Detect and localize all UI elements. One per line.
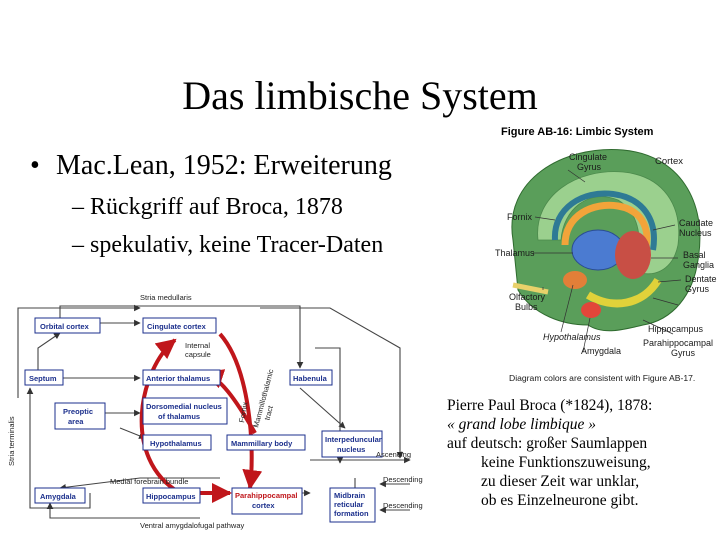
circuit-descending-1: Descending — [383, 475, 423, 484]
caption-line-5: zu dieser Zeit war unklar, — [481, 473, 640, 490]
circuit-mammillary: Mammillary body — [231, 439, 293, 448]
circuit-anterior-thalamus: Anterior thalamus — [146, 374, 210, 383]
circuit-descending-2: Descending — [383, 501, 423, 510]
figure-footer: Diagram colors are consistent with Figur… — [509, 373, 695, 383]
bullet-main: • Mac.Lean, 1952: Erweiterung — [30, 150, 392, 182]
circuit-amygdala: Amygdala — [40, 492, 77, 501]
circuit-septum: Septum — [29, 374, 57, 383]
slide-title: Das limbische System — [182, 73, 538, 118]
fig-label-thalamus: Thalamus — [495, 248, 535, 258]
circuit-mammillothalamic: Mammillothalamictract — [251, 368, 284, 431]
svg-text:Cortex: Cortex — [655, 156, 683, 167]
caption-line-4: keine Funktionszuweisung, — [481, 454, 651, 471]
olfactory-shape — [512, 282, 549, 295]
figure-title: Figure AB-16: Limbic System — [501, 126, 654, 138]
amygdala-shape — [581, 302, 601, 318]
circuit-ventral-pathway: Ventral amygdalofugal pathway — [140, 521, 244, 530]
fig-label-hypothalamus: Hypothalamus — [543, 332, 601, 342]
circuit-fornix: Fornix — [237, 401, 250, 423]
caption-line-2: « grand lobe limbique » — [447, 416, 596, 433]
limbic-system-figure: Figure AB-16: Limbic System Cortex Cingu… — [493, 120, 720, 390]
circuit-hypothalamus: Hypothalamus — [150, 439, 202, 448]
bullet-marker: • — [30, 150, 40, 181]
circuit-stria-terminalis: Stria terminalis — [7, 416, 16, 466]
caption-line-6: ob es Einzelneurone gibt. — [481, 492, 639, 509]
circuit-habenula: Habenula — [293, 374, 328, 383]
fig-label-amygdala: Amygdala — [581, 346, 621, 356]
fig-label-hippocampus: Hippocampus — [648, 324, 704, 334]
circuit-hippocampus: Hippocampus — [146, 492, 196, 501]
circuit-cingulate-cortex: Cingulate cortex — [147, 322, 207, 331]
broca-caption: Pierre Paul Broca (*1824), 1878: « grand… — [447, 396, 717, 510]
fig-label-fornix: Fornix — [507, 212, 533, 222]
bullet-main-text: Mac.Lean, 1952: Erweiterung — [56, 150, 392, 181]
fig-label-cortex: Cortex — [655, 156, 683, 167]
limbic-circuit-diagram: Orbital cortex Cingulate cortex Septum A… — [7, 293, 423, 530]
subbullet-spekulativ: – spekulativ, keine Tracer-Daten — [72, 232, 384, 258]
caption-line-3: auf deutsch: großer Saumlappen — [447, 435, 648, 452]
circuit-medial-forebrain: Medial forebrain bundle — [110, 477, 188, 486]
caudate-shape — [561, 201, 651, 257]
basal-ganglia-shape — [615, 231, 651, 279]
circuit-ascending: Ascending — [376, 450, 411, 459]
hypothalamus-shape — [563, 271, 587, 289]
subbullet-broca: – Rückgriff auf Broca, 1878 — [72, 194, 343, 220]
circuit-stria-medullaris: Stria medullaris — [140, 293, 192, 302]
caption-line-1: Pierre Paul Broca (*1824), 1878: — [447, 397, 653, 414]
fornix-shape — [551, 190, 657, 251]
hippocampus-shape — [585, 277, 662, 308]
circuit-orbital-cortex: Orbital cortex — [40, 322, 90, 331]
